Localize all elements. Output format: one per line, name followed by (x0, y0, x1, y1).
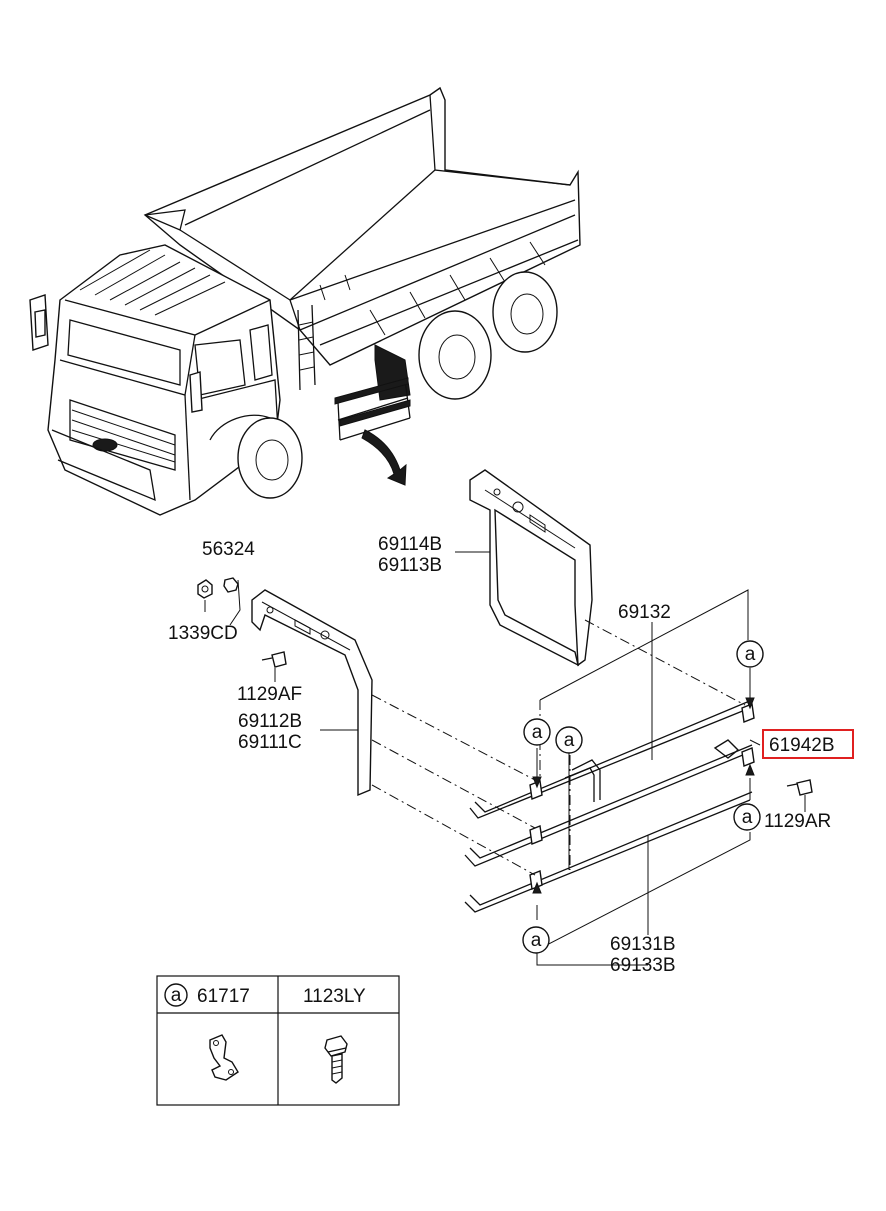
label-69113B: 69113B (378, 555, 442, 576)
callout-a-4: a (733, 803, 761, 831)
guard-frame-right (469, 469, 593, 667)
callout-a-3: a (555, 726, 583, 754)
label-69112B: 69112B (238, 711, 302, 732)
label-69114B: 69114B (378, 534, 442, 555)
legend-table: a 61717 1123LY (156, 975, 400, 1106)
guard-frame-left (251, 589, 373, 797)
bolt-icon (324, 1035, 348, 1084)
legend-part-61717: 61717 (197, 986, 250, 1007)
label-1339CD: 1339CD (168, 623, 238, 644)
callout-a-4-label: a (742, 807, 753, 828)
callout-a-1-label: a (745, 644, 756, 665)
legend-part-1123LY: 1123LY (303, 986, 366, 1007)
label-56324: 56324 (202, 539, 255, 560)
label-1129AR: 1129AR (764, 811, 831, 832)
label-69132: 69132 (618, 602, 671, 623)
legend-marker-a: a (171, 985, 182, 1006)
pipe-clip-icon (209, 1034, 239, 1081)
dump-truck-illustration (29, 86, 581, 516)
label-69111C: 69111C (238, 732, 302, 753)
side-guard-bars (464, 699, 753, 913)
callout-a-5-label: a (531, 930, 542, 951)
callout-a-5: a (522, 926, 550, 954)
label-69131B: 69131B (610, 934, 676, 955)
label-1129AF: 1129AF (237, 684, 302, 705)
callout-a-2-label: a (532, 722, 543, 743)
callout-a-2: a (523, 718, 551, 746)
label-61942B[interactable]: 61942B (769, 735, 835, 756)
callout-a-1: a (736, 640, 764, 668)
highlight-box-61942B (762, 729, 854, 759)
label-69133B: 69133B (610, 955, 676, 976)
fastener-hardware (197, 577, 813, 796)
callout-a-3-label: a (564, 730, 575, 751)
